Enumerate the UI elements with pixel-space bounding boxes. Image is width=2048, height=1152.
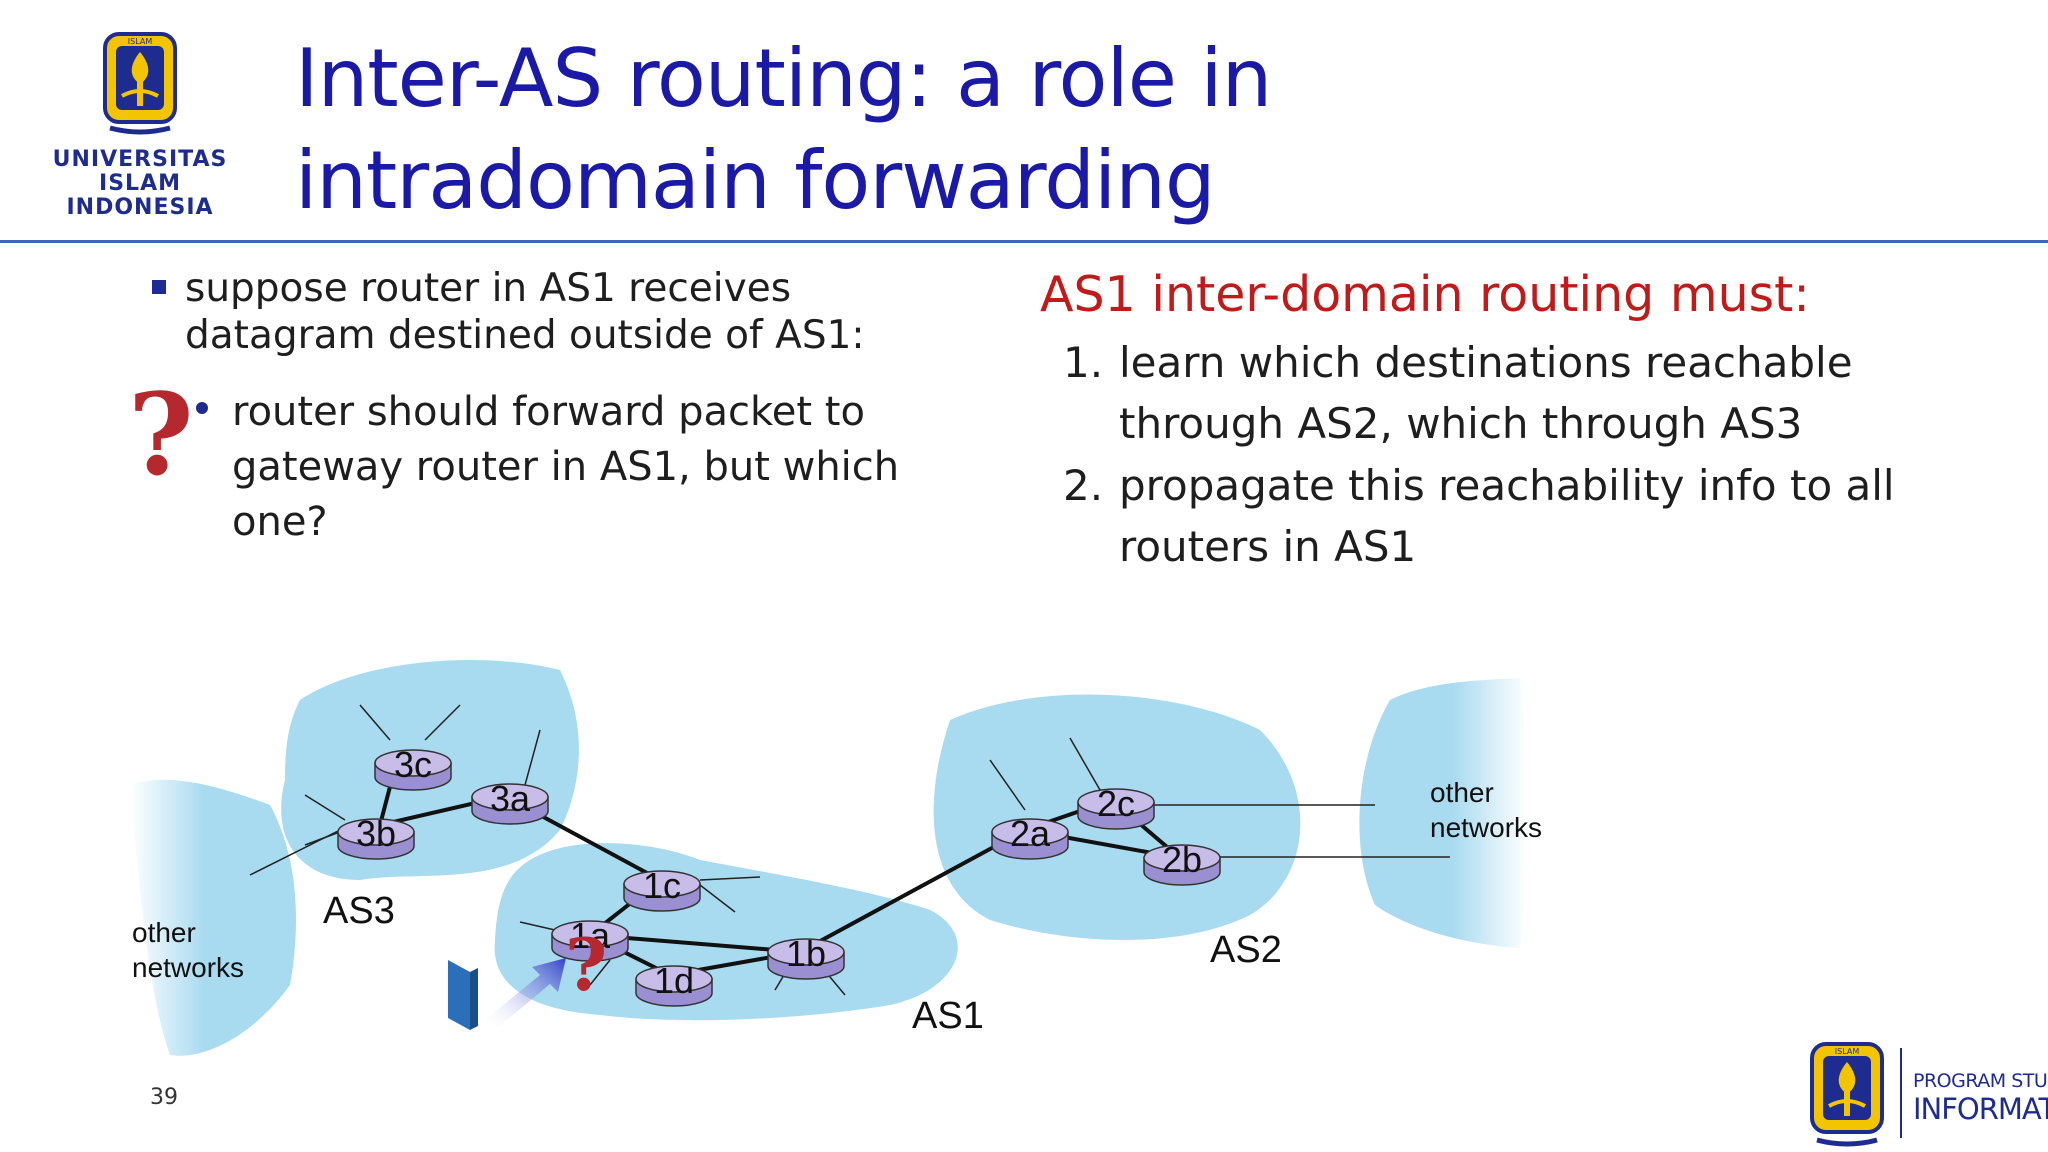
router-3a: 3a [471, 778, 549, 825]
router-label-3b: 3b [356, 813, 396, 854]
square-bullet-icon [152, 280, 166, 294]
host-icon [448, 960, 478, 1030]
other-networks-left-line1: other [132, 917, 196, 948]
university-emblem-icon: ISLAM [103, 32, 177, 135]
router-1c: 1c [623, 865, 701, 912]
item-1-line2: through AS2, which through AS3 [1119, 399, 1803, 448]
other-networks-right-line1: other [1430, 777, 1494, 808]
right-heading: AS1 inter-domain routing must: [1040, 266, 1810, 323]
item-2-line2: routers in AS1 [1119, 522, 1417, 571]
as2-label: AS2 [1210, 929, 1282, 971]
program-emblem-icon: ISLAM [1810, 1042, 1884, 1147]
router-label-1d: 1d [654, 960, 694, 1001]
as1-cloud [494, 843, 958, 1021]
bullet-1-line2: datagram destined outside of AS1: [185, 313, 865, 358]
router-label-3a: 3a [490, 778, 531, 819]
router-label-1b: 1b [786, 933, 826, 974]
university-logo: ISLAM UNIVERSITAS ISLAM INDONESIA [40, 30, 240, 225]
other-networks-right-line2: networks [1430, 812, 1542, 843]
router-label-1a: 1a [570, 915, 611, 956]
program-line2: INFORMATIKA [1913, 1092, 2048, 1126]
router-label-2b: 2b [1162, 839, 1202, 880]
router-2a: 2a [991, 813, 1069, 860]
numbered-item-2: 2. propagate this reachability info to a… [1063, 455, 2023, 580]
router-2c: 2c [1077, 783, 1155, 830]
router-1a: 1a [551, 915, 629, 962]
sub-bullet-line3: one? [232, 499, 328, 545]
other-networks-right-cloud [1359, 678, 1528, 948]
question-mark-icon: ? [128, 370, 194, 501]
router-2b: 2b [1143, 839, 1221, 886]
other-networks-left-line2: networks [132, 952, 244, 983]
logo-name-line1: UNIVERSITAS [52, 147, 228, 172]
router-label-3c: 3c [394, 744, 432, 785]
as1-label: AS1 [912, 995, 984, 1037]
sub-bullet-line1: router should forward packet to [232, 389, 865, 435]
stub-links [249, 704, 1450, 996]
title-divider [0, 240, 2048, 243]
round-bullet-icon [196, 402, 208, 414]
slide-title-line2: intradomain forwarding [295, 134, 1216, 227]
logo-name-line2: ISLAM [99, 171, 181, 196]
sub-bullet-line2: gateway router in AS1, but which [232, 444, 900, 490]
item-2-line1: propagate this reachability info to all [1119, 461, 1895, 510]
diagram-question-mark-icon: ? [565, 922, 607, 1007]
logo-name-line3: INDONESIA [66, 195, 214, 220]
router-3b: 3b [337, 813, 415, 860]
program-logo: ISLAM PROGRAM STUDI INFORMATIKA [1808, 1040, 2048, 1152]
as3-label: AS3 [323, 890, 395, 932]
bullet-1-line1: suppose router in AS1 receives [185, 266, 792, 311]
numbered-item-1: 1. learn which destinations reachable th… [1063, 332, 2023, 457]
router-1d: 1d [635, 960, 713, 1007]
slide-title: Inter-AS routing: a role in intradomain … [295, 28, 1795, 232]
sub-bullet: router should forward packet to gateway … [232, 385, 992, 550]
router-label-2a: 2a [1010, 813, 1051, 854]
logo-ring-top: ISLAM [128, 37, 153, 46]
slide-title-line1: Inter-AS routing: a role in [295, 32, 1272, 125]
other-networks-left-cloud [130, 779, 296, 1056]
item-2-number: 2. [1063, 461, 1104, 510]
item-1-line1: learn which destinations reachable [1119, 338, 1853, 387]
routers-group: 3c 3b 3a 1c 1a 1d 1b 2a 2c 2b [337, 744, 1221, 1007]
bullet-1: suppose router in AS1 receives datagram … [185, 265, 985, 359]
router-label-1c: 1c [643, 865, 681, 906]
program-ring-top: ISLAM [1835, 1047, 1860, 1056]
program-line1: PROGRAM STUDI [1913, 1070, 2048, 1092]
page-number: 39 [150, 1085, 178, 1110]
router-1b: 1b [767, 933, 845, 980]
router-3c: 3c [374, 744, 452, 791]
network-diagram: 3c 3b 3a 1c 1a 1d 1b 2a 2c 2b AS3 AS1 AS2 other n… [130, 660, 1542, 1056]
item-1-number: 1. [1063, 338, 1104, 387]
packet-arrow-icon [485, 958, 566, 1030]
router-label-2c: 2c [1097, 783, 1135, 824]
program-divider [1900, 1048, 1902, 1138]
